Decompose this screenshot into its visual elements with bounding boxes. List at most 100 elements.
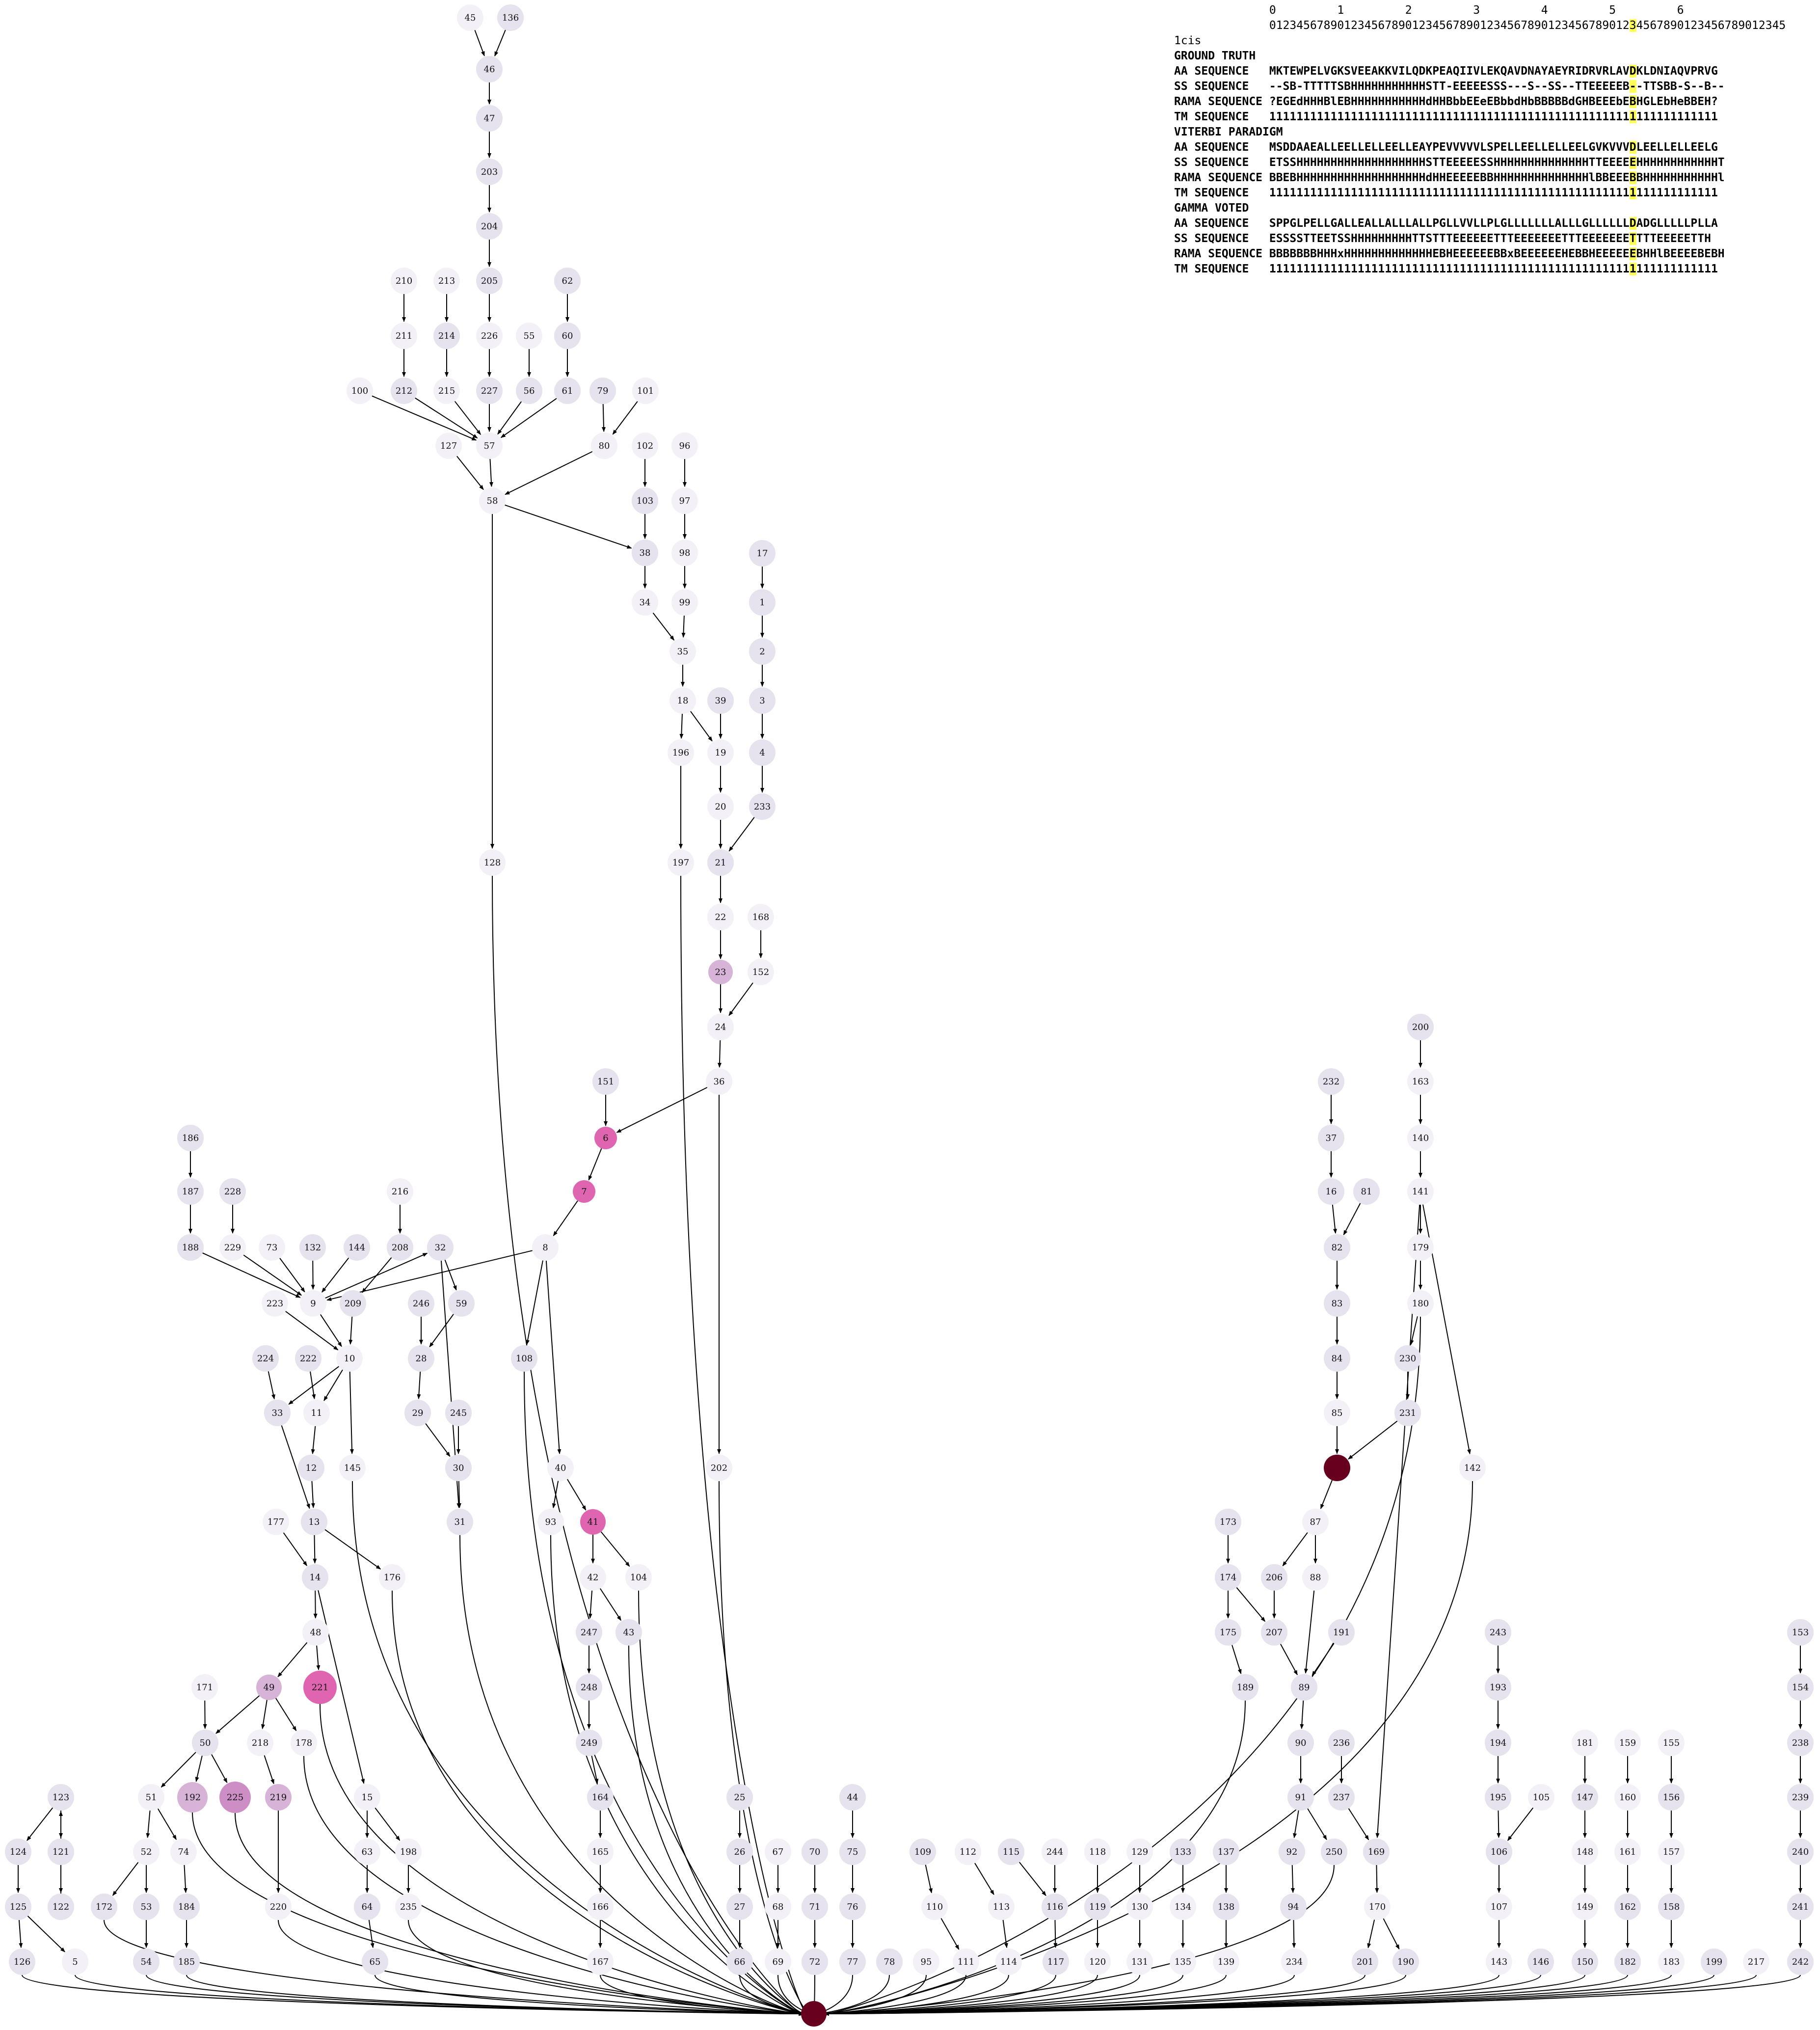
graph-node[interactable]: 206 bbox=[1261, 1564, 1287, 1591]
graph-node[interactable]: 124 bbox=[5, 1839, 31, 1865]
graph-node[interactable]: 50 bbox=[192, 1730, 218, 1756]
graph-node[interactable]: 126 bbox=[9, 1949, 35, 1975]
graph-node[interactable]: 13 bbox=[301, 1509, 327, 1535]
graph-node[interactable]: 180 bbox=[1407, 1290, 1434, 1317]
graph-node[interactable]: 171 bbox=[191, 1674, 218, 1701]
graph-node[interactable]: 52 bbox=[133, 1839, 160, 1865]
graph-node[interactable]: 114 bbox=[995, 1949, 1022, 1975]
graph-node[interactable]: 119 bbox=[1084, 1894, 1111, 1920]
graph-node[interactable]: 129 bbox=[1126, 1839, 1153, 1865]
graph-node[interactable]: 153 bbox=[1787, 1619, 1814, 1646]
graph-node[interactable]: 57 bbox=[476, 433, 503, 459]
graph-node[interactable]: 185 bbox=[173, 1949, 200, 1975]
graph-node[interactable]: 38 bbox=[632, 540, 658, 566]
graph-node[interactable]: 29 bbox=[404, 1400, 431, 1426]
graph-node[interactable]: 35 bbox=[669, 638, 696, 665]
graph-node[interactable]: 186 bbox=[177, 1125, 204, 1151]
graph-node[interactable]: 2 bbox=[749, 638, 776, 665]
graph-node[interactable]: 237 bbox=[1328, 1784, 1355, 1811]
graph-node[interactable]: 112 bbox=[955, 1839, 981, 1865]
graph-node[interactable]: 67 bbox=[765, 1839, 791, 1865]
graph-node[interactable]: 149 bbox=[1572, 1894, 1598, 1920]
graph-node[interactable]: 200 bbox=[1407, 1014, 1434, 1040]
graph-node[interactable]: 229 bbox=[219, 1234, 246, 1261]
graph-node[interactable]: 32 bbox=[427, 1234, 454, 1261]
graph-node[interactable]: 141 bbox=[1407, 1178, 1434, 1205]
graph-node[interactable]: 15 bbox=[354, 1784, 380, 1811]
graph-node[interactable]: 218 bbox=[247, 1730, 273, 1756]
graph-node[interactable]: 121 bbox=[48, 1839, 74, 1865]
graph-node[interactable]: 17 bbox=[749, 540, 776, 567]
graph-node[interactable]: 56 bbox=[516, 378, 542, 404]
graph-node[interactable]: 221 bbox=[303, 1671, 337, 1704]
graph-node[interactable]: 64 bbox=[354, 1894, 380, 1920]
graph-node[interactable]: 161 bbox=[1614, 1839, 1641, 1865]
graph-node[interactable]: 128 bbox=[479, 849, 506, 876]
graph-node[interactable]: 219 bbox=[265, 1784, 292, 1811]
graph-node[interactable]: 123 bbox=[48, 1784, 74, 1811]
graph-node[interactable]: 181 bbox=[1572, 1730, 1598, 1756]
graph-node[interactable]: 61 bbox=[554, 378, 581, 404]
graph-node[interactable]: 127 bbox=[435, 433, 462, 459]
graph-node[interactable]: 162 bbox=[1614, 1894, 1641, 1920]
graph-node[interactable]: 246 bbox=[408, 1290, 434, 1317]
graph-node[interactable]: 199 bbox=[1701, 1949, 1727, 1975]
graph-node[interactable]: 94 bbox=[1280, 1894, 1307, 1920]
graph-node[interactable]: 143 bbox=[1486, 1949, 1512, 1975]
graph-node[interactable]: 42 bbox=[580, 1564, 606, 1591]
graph-node[interactable]: 83 bbox=[1324, 1290, 1350, 1317]
graph-node[interactable]: 4 bbox=[749, 739, 776, 766]
graph-node[interactable]: 242 bbox=[1787, 1949, 1814, 1975]
graph-node[interactable]: 26 bbox=[726, 1839, 753, 1865]
graph-node[interactable]: 240 bbox=[1787, 1839, 1814, 1865]
graph-node[interactable]: 66 bbox=[726, 1949, 753, 1975]
graph-node[interactable]: 212 bbox=[391, 378, 417, 404]
graph-node[interactable]: 30 bbox=[445, 1455, 472, 1481]
graph-node[interactable]: 190 bbox=[1392, 1949, 1419, 1975]
graph-node[interactable]: 48 bbox=[302, 1619, 329, 1646]
graph-node[interactable]: 183 bbox=[1658, 1949, 1685, 1975]
graph-node[interactable]: 174 bbox=[1215, 1564, 1241, 1591]
graph-node[interactable]: 175 bbox=[1215, 1619, 1241, 1646]
graph-node[interactable]: 217 bbox=[1743, 1949, 1769, 1975]
graph-node[interactable]: 80 bbox=[591, 433, 617, 459]
graph-node[interactable]: 234 bbox=[1281, 1949, 1308, 1975]
graph-node[interactable]: 54 bbox=[133, 1949, 160, 1975]
graph-node[interactable]: 215 bbox=[433, 378, 460, 404]
graph-node[interactable]: 102 bbox=[632, 433, 658, 459]
graph-node[interactable]: 214 bbox=[433, 323, 460, 349]
graph-node[interactable]: 22 bbox=[707, 904, 734, 930]
graph-node[interactable]: 248 bbox=[576, 1674, 602, 1701]
graph-node[interactable]: 154 bbox=[1787, 1674, 1814, 1701]
graph-node[interactable]: 236 bbox=[1328, 1730, 1355, 1756]
graph-node[interactable]: 220 bbox=[265, 1894, 292, 1920]
graph-node[interactable]: 250 bbox=[1321, 1839, 1347, 1865]
graph-node[interactable]: 36 bbox=[706, 1068, 732, 1095]
graph-node[interactable]: 116 bbox=[1042, 1894, 1068, 1920]
graph-node[interactable]: 10 bbox=[336, 1345, 363, 1372]
graph-node[interactable]: 104 bbox=[625, 1564, 652, 1591]
graph-node[interactable]: 68 bbox=[765, 1894, 791, 1920]
graph-node[interactable]: 81 bbox=[1353, 1178, 1380, 1205]
graph-node[interactable]: 109 bbox=[910, 1839, 936, 1865]
graph-node[interactable] bbox=[801, 2001, 827, 2027]
graph-node[interactable]: 160 bbox=[1614, 1784, 1641, 1811]
graph-node[interactable]: 88 bbox=[1302, 1564, 1329, 1591]
graph-node[interactable]: 249 bbox=[576, 1730, 602, 1756]
graph-node[interactable]: 231 bbox=[1394, 1400, 1421, 1426]
graph-node[interactable]: 163 bbox=[1407, 1068, 1434, 1095]
graph-node[interactable]: 135 bbox=[1170, 1949, 1196, 1975]
graph-node[interactable]: 157 bbox=[1658, 1839, 1685, 1865]
graph-node[interactable]: 74 bbox=[170, 1839, 197, 1865]
graph-node[interactable]: 53 bbox=[133, 1894, 160, 1920]
graph-node[interactable]: 28 bbox=[408, 1345, 434, 1372]
graph-node[interactable]: 188 bbox=[177, 1234, 204, 1261]
graph-node[interactable]: 132 bbox=[299, 1234, 326, 1261]
graph-node[interactable]: 75 bbox=[839, 1839, 866, 1865]
graph-node[interactable]: 152 bbox=[748, 959, 774, 985]
graph-node[interactable]: 20 bbox=[707, 793, 734, 820]
graph-node[interactable]: 223 bbox=[262, 1290, 288, 1317]
graph-node[interactable]: 193 bbox=[1485, 1674, 1511, 1701]
graph-node[interactable]: 23 bbox=[708, 960, 733, 984]
graph-node[interactable]: 118 bbox=[1084, 1839, 1111, 1865]
